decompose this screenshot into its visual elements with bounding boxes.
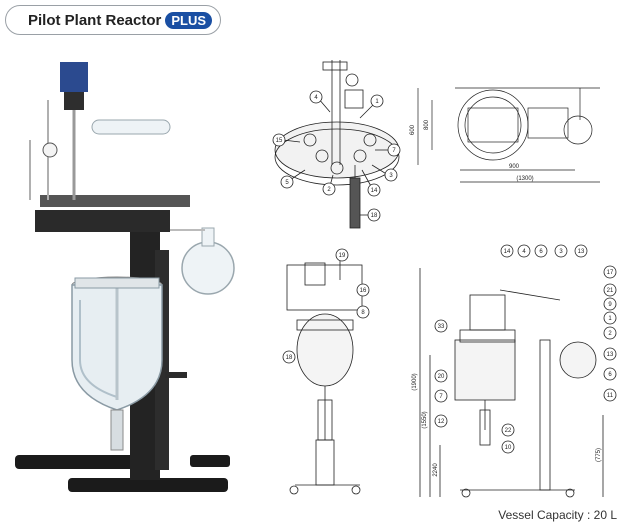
svg-text:(775): (775) <box>596 448 602 462</box>
svg-text:(1300): (1300) <box>516 176 533 182</box>
svg-text:5: 5 <box>285 180 289 186</box>
svg-text:7: 7 <box>392 148 396 154</box>
svg-text:6: 6 <box>539 249 543 255</box>
svg-text:14: 14 <box>371 188 378 194</box>
svg-text:600: 600 <box>410 124 416 135</box>
svg-text:20: 20 <box>438 374 445 380</box>
callout: 14 <box>367 183 381 197</box>
callout: 18 <box>282 350 296 364</box>
callout: 15 <box>272 133 286 147</box>
svg-text:14: 14 <box>504 249 511 255</box>
product-title-pill: Pilot Plant Reactor PLUS <box>5 5 221 35</box>
callout: 11 <box>603 388 617 402</box>
svg-text:6: 6 <box>608 372 612 378</box>
front-view-drawing <box>419 268 604 498</box>
side-view-callouts: 19 16 8 18 <box>282 248 370 364</box>
svg-text:19: 19 <box>339 253 346 259</box>
callout: 1 <box>603 311 617 325</box>
svg-text:2: 2 <box>327 187 331 193</box>
plan-view-drawing <box>417 87 600 183</box>
svg-text:900: 900 <box>509 164 520 170</box>
top-view-callouts: 4 1 15 7 5 2 14 3 18 <box>272 90 401 222</box>
svg-text:18: 18 <box>286 355 293 361</box>
svg-text:8: 8 <box>361 310 365 316</box>
svg-text:13: 13 <box>578 249 585 255</box>
callout: 1 <box>370 94 384 108</box>
svg-text:2240: 2240 <box>433 463 439 477</box>
callout: 7 <box>434 389 448 403</box>
svg-text:800: 800 <box>424 119 430 130</box>
callout: 4 <box>309 90 323 104</box>
svg-text:3: 3 <box>389 173 393 179</box>
svg-text:1: 1 <box>375 99 379 105</box>
plus-badge: PLUS <box>165 11 213 29</box>
callout: 17 <box>603 265 617 279</box>
callout: 7 <box>387 143 401 157</box>
plan-view-dimensions: 600 900 (1300) 800 <box>410 119 534 182</box>
callout: 19 <box>335 248 349 262</box>
callout: 18 <box>367 208 381 222</box>
vessel-capacity-caption: Vessel Capacity : 20 L <box>498 508 617 522</box>
callout: 2 <box>322 182 336 196</box>
callout: 8 <box>356 305 370 319</box>
svg-text:4: 4 <box>314 95 318 101</box>
svg-text:3: 3 <box>559 249 563 255</box>
top-view-drawing <box>274 60 400 229</box>
callout: 16 <box>356 283 370 297</box>
callout: 33 <box>434 319 448 333</box>
front-view-dimensions: (1900) (1550) (775) 2240 <box>412 373 602 476</box>
svg-text:4: 4 <box>522 249 526 255</box>
svg-text:2: 2 <box>608 331 612 337</box>
svg-text:22: 22 <box>505 428 512 434</box>
front-view-callouts: 14 6 4 3 13 17 21 9 1 2 33 13 6 20 7 11 … <box>434 244 617 454</box>
callout: 10 <box>501 440 515 454</box>
callout: 3 <box>384 168 398 182</box>
svg-text:12: 12 <box>438 419 445 425</box>
side-view-drawing <box>286 258 363 495</box>
callout: 12 <box>434 414 448 428</box>
svg-text:11: 11 <box>607 393 614 399</box>
callout: 9 <box>603 297 617 311</box>
callout: 6 <box>534 244 548 258</box>
svg-text:21: 21 <box>607 288 614 294</box>
callout: 13 <box>574 244 588 258</box>
svg-text:7: 7 <box>439 394 443 400</box>
callout: 6 <box>603 367 617 381</box>
callout: 4 <box>517 244 531 258</box>
svg-text:13: 13 <box>607 352 614 358</box>
svg-text:10: 10 <box>505 445 512 451</box>
svg-text:(1900): (1900) <box>412 373 418 390</box>
svg-text:16: 16 <box>360 288 367 294</box>
product-title: Pilot Plant Reactor <box>28 11 162 29</box>
svg-text:(1550): (1550) <box>422 411 428 428</box>
svg-text:15: 15 <box>276 138 283 144</box>
svg-text:17: 17 <box>607 270 614 276</box>
callout: 14 <box>500 244 514 258</box>
callout: 20 <box>434 369 448 383</box>
callout: 21 <box>603 283 617 297</box>
callout: 22 <box>501 423 515 437</box>
svg-text:18: 18 <box>371 213 378 219</box>
reactor-photo <box>15 62 235 492</box>
svg-text:1: 1 <box>608 316 612 322</box>
callout: 13 <box>603 347 617 361</box>
callout: 5 <box>280 175 294 189</box>
callout: 2 <box>603 326 617 340</box>
callout: 3 <box>554 244 568 258</box>
svg-text:33: 33 <box>438 324 445 330</box>
svg-text:9: 9 <box>608 302 612 308</box>
